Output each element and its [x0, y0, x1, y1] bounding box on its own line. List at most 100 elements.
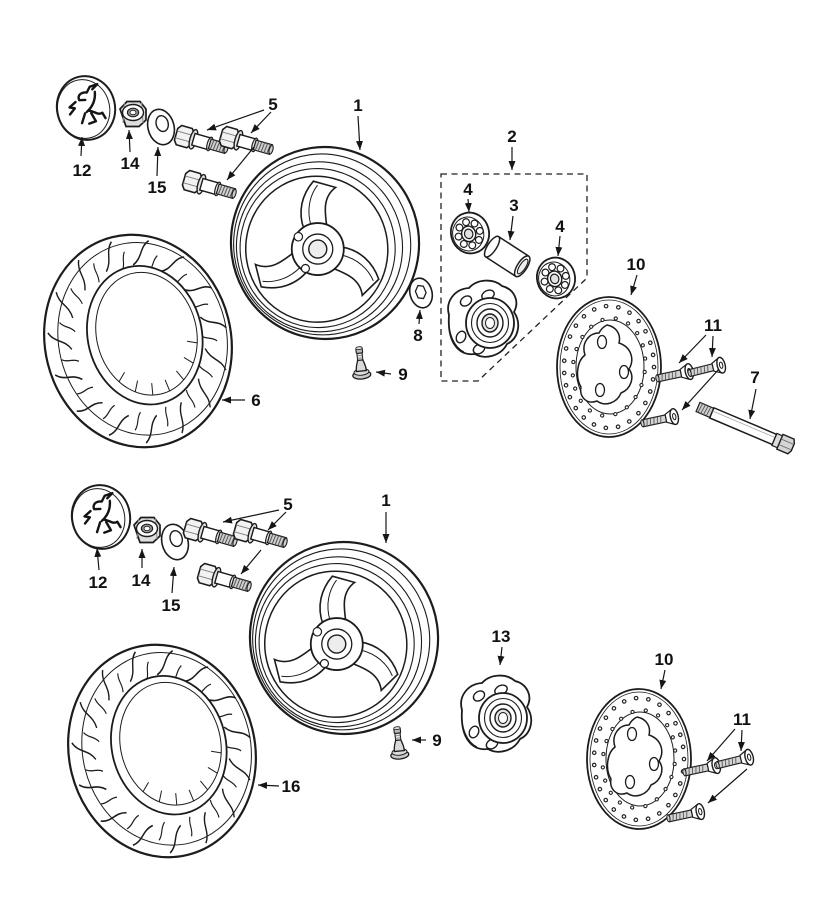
- callout-front-4a: 4: [463, 180, 473, 213]
- front-washer: [142, 105, 180, 149]
- rear-hub: [460, 674, 533, 753]
- callout-rear-10: 10: [655, 650, 674, 690]
- callout-number: 9: [398, 365, 407, 384]
- callout-number: 7: [750, 368, 759, 387]
- callout-number: 1: [381, 491, 390, 510]
- callout-number: 15: [148, 178, 167, 197]
- leader-line: [267, 511, 287, 531]
- callout-number: 14: [121, 154, 140, 173]
- leader-line: [737, 729, 745, 752]
- callout-number: 10: [627, 255, 646, 274]
- callout-number: 4: [555, 217, 565, 236]
- callout-rear-1: 1: [381, 491, 391, 543]
- leader-line: [707, 768, 748, 804]
- front-wheel-rim: [219, 135, 432, 351]
- leader-line: [206, 109, 265, 131]
- callout-number: 11: [704, 316, 722, 335]
- rear-tire: [46, 625, 278, 878]
- callout-number: 4: [463, 180, 473, 199]
- leader-line: [154, 146, 162, 177]
- callout-rear-12: 12: [89, 547, 108, 592]
- callout-number: 12: [89, 573, 108, 592]
- leader-line: [257, 781, 280, 789]
- rear-wheel-bolt-3: [195, 561, 255, 598]
- front-wheel-bolt-3: [180, 168, 240, 205]
- leader-line: [222, 509, 280, 524]
- callout-front-4b: 4: [555, 217, 565, 257]
- callout-number: 2: [507, 127, 516, 146]
- callout-front-2: 2: [507, 127, 517, 170]
- leader-line: [78, 136, 86, 157]
- leader-line: [169, 566, 177, 594]
- front-axle-shaft: [694, 398, 797, 456]
- leader-line: [375, 369, 392, 377]
- callout-number: 12: [73, 161, 92, 180]
- leader-line: [659, 669, 667, 690]
- leader-line: [355, 115, 363, 151]
- callout-number: 10: [655, 650, 674, 669]
- front-axle-nut: [119, 100, 147, 128]
- callout-front-1: 1: [353, 96, 363, 151]
- rear-axle-nut: [133, 516, 161, 544]
- front-spacer-tube: [481, 233, 534, 280]
- callout-number: 13: [492, 627, 511, 646]
- callout-rear-13: 13: [492, 627, 511, 666]
- callout-number: 3: [509, 196, 518, 215]
- front-hub: [447, 279, 520, 358]
- callout-front-10: 10: [627, 255, 646, 296]
- leader-line: [497, 646, 505, 666]
- callout-number: 8: [413, 326, 422, 345]
- callout-number: 5: [283, 495, 292, 514]
- callout-number: 11: [733, 710, 751, 729]
- callout-front-3: 3: [507, 196, 519, 241]
- leader-line: [464, 198, 472, 213]
- callout-front-9: 9: [375, 365, 408, 384]
- callout-number: 14: [132, 571, 151, 590]
- callout-rear-16: 16: [257, 777, 301, 796]
- callout-rear-14: 14: [132, 549, 151, 590]
- leader-line: [94, 547, 102, 571]
- front-center-cap: [49, 69, 123, 147]
- front-brake-disc: [557, 297, 661, 437]
- leader-line: [240, 549, 262, 575]
- callout-front-6: 6: [222, 391, 261, 410]
- callout-number: 1: [353, 96, 362, 115]
- front-assembly: 12 14 15 5 1 2 4 3: [22, 69, 797, 468]
- leader-line: [226, 146, 255, 181]
- leader-line: [415, 309, 423, 325]
- leader-line: [678, 334, 707, 364]
- callout-number: 16: [282, 777, 301, 796]
- leader-line: [507, 215, 515, 241]
- callout-number: 15: [162, 596, 181, 615]
- callout-front-15: 15: [148, 146, 167, 197]
- callout-front-8: 8: [413, 309, 423, 345]
- rear-valve: [387, 725, 410, 761]
- front-valve: [349, 345, 372, 381]
- callout-front-7: 7: [748, 368, 760, 420]
- rear-assembly: 12 14 15 5 1 9 16 13: [46, 478, 756, 878]
- callout-front-11: 11: [678, 316, 722, 411]
- callout-number: 6: [251, 391, 260, 410]
- callout-rear-5: 5: [222, 495, 293, 575]
- rear-wheel-bolt-1: [181, 516, 241, 553]
- leader-line: [630, 274, 638, 296]
- callout-rear-11: 11: [706, 710, 751, 804]
- rear-wheel-bolt-2: [231, 517, 291, 554]
- callout-front-5: 5: [206, 95, 278, 181]
- front-bearing-inner: [531, 252, 581, 304]
- leader-line: [125, 129, 133, 153]
- leader-line: [708, 335, 716, 358]
- front-wheel-bolt-2: [217, 124, 277, 161]
- leader-line: [706, 728, 736, 762]
- callout-rear-15: 15: [162, 566, 181, 615]
- leader-line: [250, 111, 272, 134]
- rear-brake-disc: [587, 689, 691, 829]
- callout-front-14: 14: [121, 129, 140, 173]
- leader-line: [748, 388, 757, 420]
- callout-number: 5: [268, 95, 277, 114]
- rear-wheel-rim: [238, 530, 451, 746]
- callout-rear-9: 9: [412, 731, 442, 750]
- rear-center-cap: [64, 478, 138, 556]
